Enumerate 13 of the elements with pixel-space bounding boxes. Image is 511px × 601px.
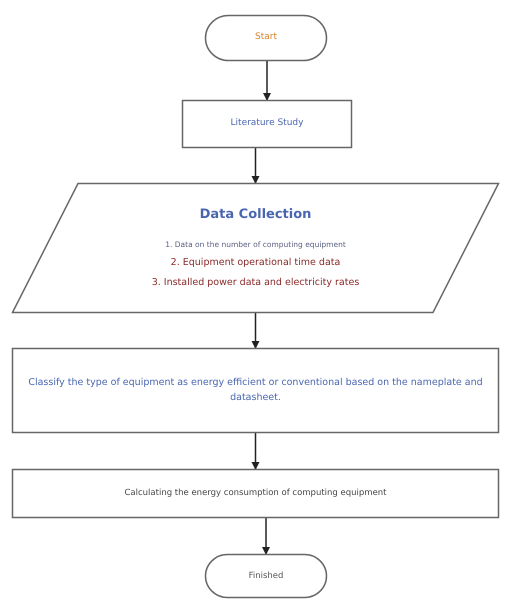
arrow [252, 313, 260, 349]
node-label: Classify the type of equipment as energy efficient or conventional based on the nameplate and datasheet. [27, 376, 484, 404]
list-item: 2. Equipment operational time data [170, 256, 340, 270]
node-label: Literature Study [230, 117, 304, 130]
node-label: Start [255, 31, 277, 44]
list-item: 3. Installed power data and electricity rates [152, 276, 360, 290]
arrow [252, 148, 260, 184]
node-label: Finished [248, 570, 284, 582]
arrow [263, 61, 271, 101]
arrow [262, 518, 270, 555]
node-label: Calculating the energy consumption of computing equipment [124, 487, 387, 500]
arrow [252, 433, 260, 470]
heading: Data Collection [200, 206, 312, 224]
